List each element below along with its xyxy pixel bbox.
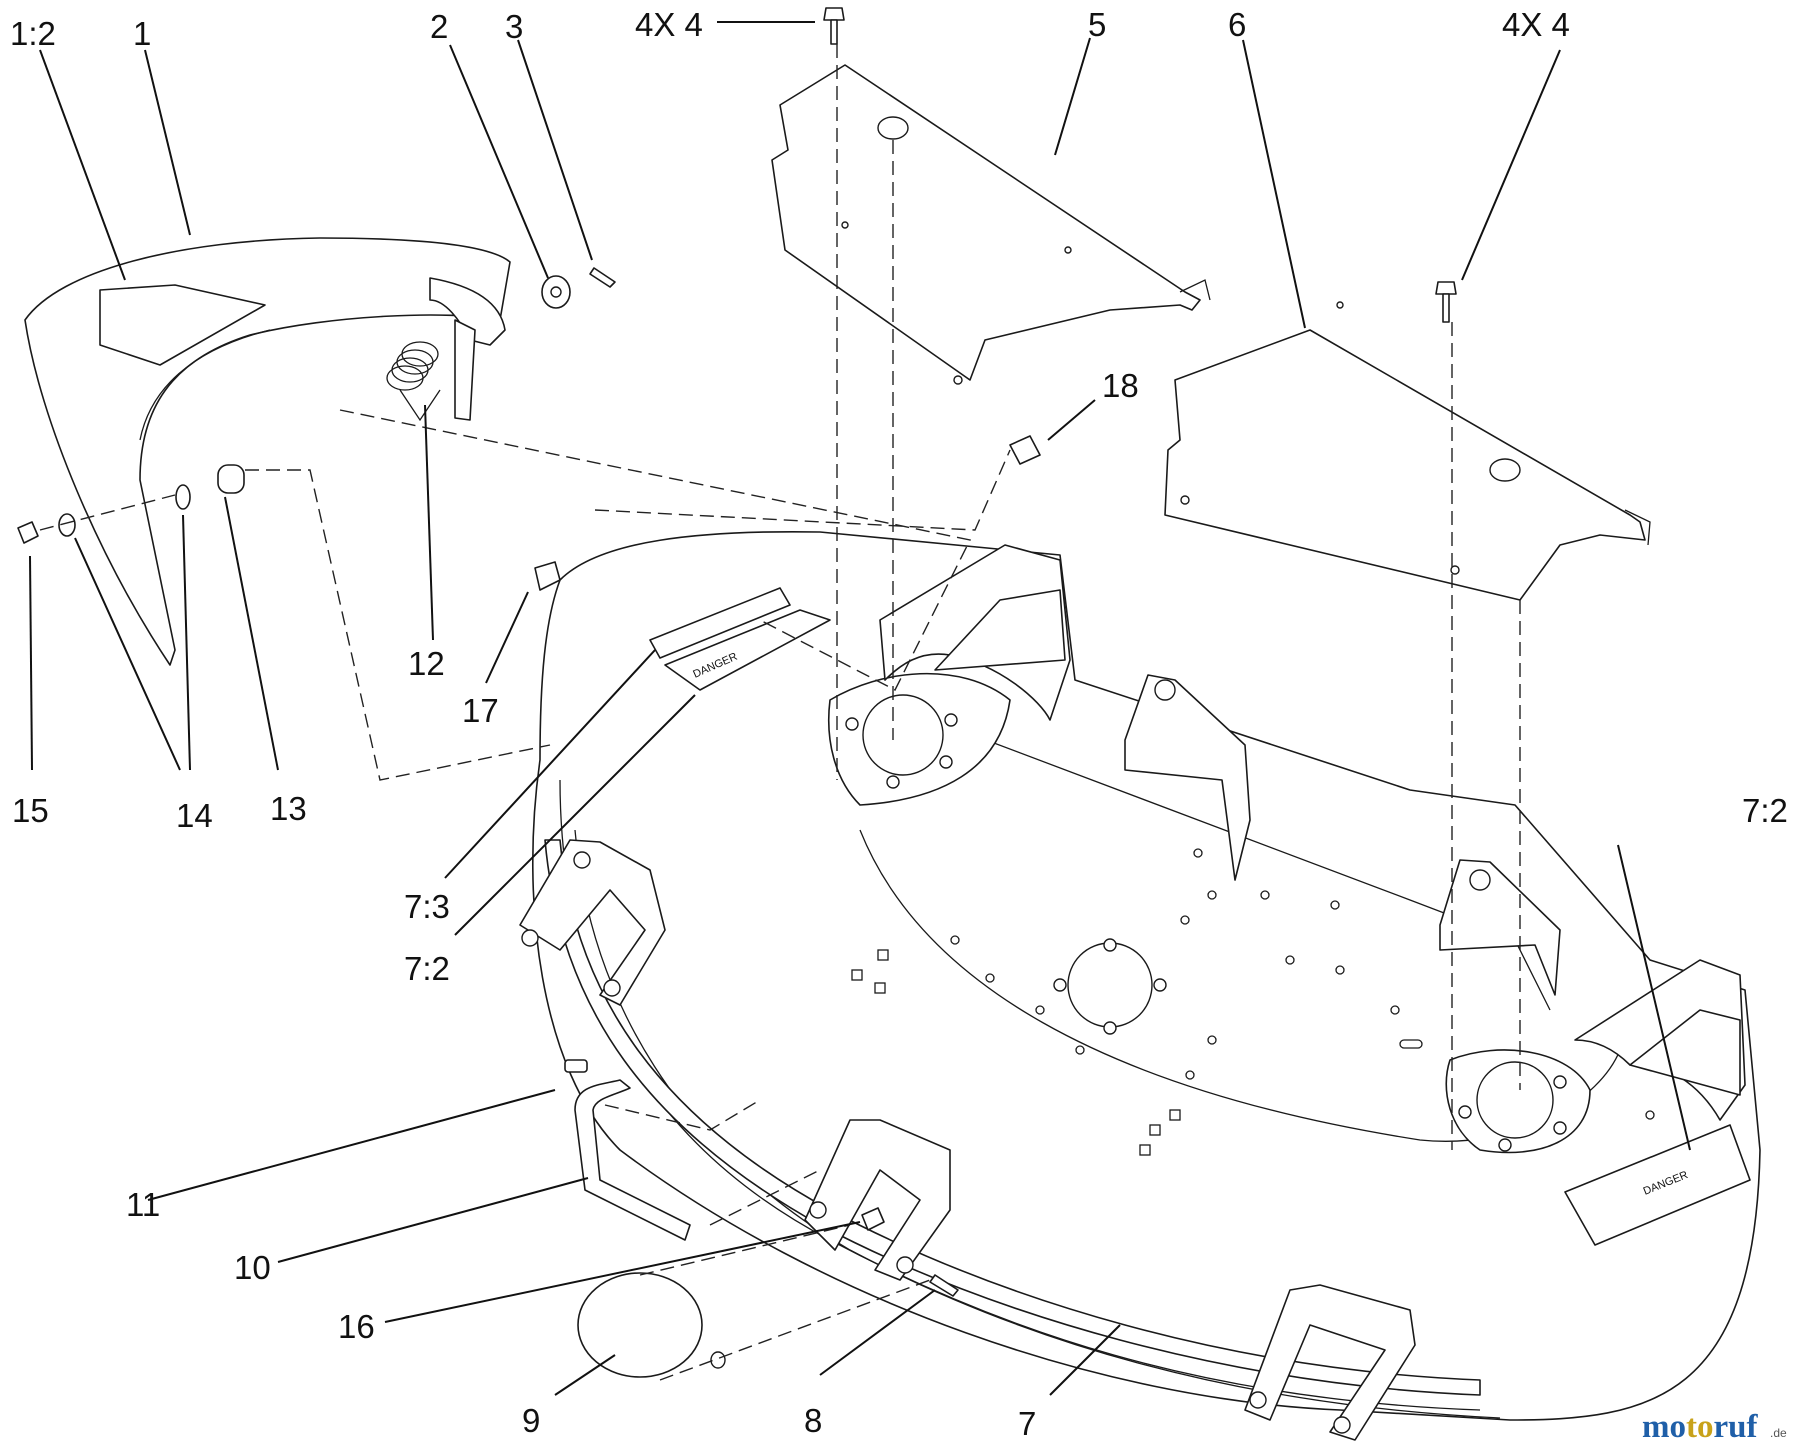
small-hardware <box>17 7 1457 1297</box>
watermark-ruf: ruf <box>1714 1409 1759 1445</box>
callout-18: 18 <box>1102 367 1139 404</box>
callout-1: 1 <box>133 15 151 52</box>
discharge-chute <box>24 237 511 666</box>
chute-decal <box>99 284 266 366</box>
belt-shield-6 <box>1164 301 1651 601</box>
callout-5: 5 <box>1088 6 1106 43</box>
watermark-logo: motoruf <box>1642 1409 1759 1445</box>
callout-10: 10 <box>234 1249 271 1286</box>
callout-1-2: 1:2 <box>10 15 56 52</box>
spring <box>386 341 441 422</box>
callout-7-2-left: 7:2 <box>404 950 450 987</box>
watermark-suffix: .de <box>1770 1426 1787 1440</box>
watermark-to: to <box>1686 1409 1714 1445</box>
belt-shield-5 <box>771 64 1211 385</box>
callout-4x4-right: 4X 4 <box>1502 6 1570 43</box>
callout-13: 13 <box>270 790 307 827</box>
callout-14: 14 <box>176 797 213 834</box>
callout-16: 16 <box>338 1308 375 1345</box>
decal-7-2-left <box>664 609 831 691</box>
leader-lines <box>29 21 1691 1396</box>
callout-4x4-left: 4X 4 <box>635 6 703 43</box>
callout-8: 8 <box>804 1402 822 1439</box>
callout-2: 2 <box>430 8 448 45</box>
decal-7-3 <box>649 587 791 659</box>
callout-15: 15 <box>12 792 49 829</box>
callout-6: 6 <box>1228 6 1246 43</box>
watermark: motoruf .de <box>1642 1409 1787 1445</box>
callout-7: 7 <box>1018 1405 1036 1442</box>
callout-7-2-right: 7:2 <box>1742 792 1788 829</box>
callout-9: 9 <box>522 1402 540 1439</box>
watermark-mo: mo <box>1642 1409 1686 1445</box>
callout-labels: 1:2 1 2 3 4X 4 5 6 4X 4 18 12 17 15 14 1… <box>10 6 1788 1442</box>
front-brackets <box>519 839 1416 1441</box>
callout-11: 11 <box>126 1186 160 1223</box>
deck-risers <box>879 544 1746 1121</box>
assembly-lines <box>39 44 1521 1381</box>
chute-rod <box>564 1059 691 1241</box>
decal-7-2-right <box>1564 1124 1751 1246</box>
callout-7-3: 7:3 <box>404 888 450 925</box>
callout-12: 12 <box>408 645 445 682</box>
roller <box>577 1272 726 1378</box>
callout-3: 3 <box>505 8 523 45</box>
callout-17: 17 <box>462 692 499 729</box>
